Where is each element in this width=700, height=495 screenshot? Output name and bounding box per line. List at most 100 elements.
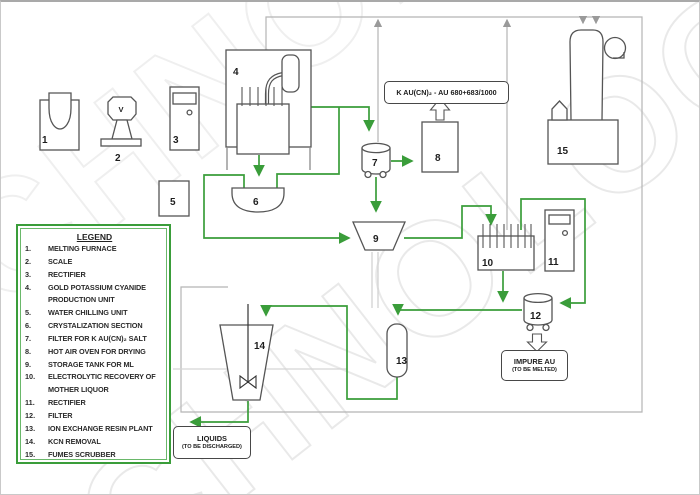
legend-item-label: FUMES SCRUBBER xyxy=(48,449,116,459)
unit-4-flask xyxy=(281,54,300,93)
flow-branch-to-6-right xyxy=(276,107,340,189)
liquids-title: LIQUIDS xyxy=(197,434,227,443)
equipment-number: 6 xyxy=(253,197,259,208)
equipment-number: 10 xyxy=(482,258,494,269)
rectifier-3-display xyxy=(172,92,197,105)
equipment-number: 14 xyxy=(254,341,266,352)
legend-item-number: 13. xyxy=(25,423,36,433)
legend-item-number: 15. xyxy=(25,449,36,459)
electrolytic-unit-10 xyxy=(477,235,535,271)
legend-item-label: RECTIFIER xyxy=(48,398,86,408)
filter-12-wheel-l xyxy=(526,323,534,332)
equipment-number: 7 xyxy=(372,158,378,169)
equipment-number: 11 xyxy=(548,257,559,268)
flow-13-to-14 xyxy=(260,304,398,400)
kcn-removal-14 xyxy=(219,324,274,401)
product-label-box: K AU(CN)₂ - AU 680+683/1000 xyxy=(384,81,509,104)
flow-6-to-9 xyxy=(203,174,351,244)
oven-8 xyxy=(421,121,459,173)
filter-12-body xyxy=(523,298,553,326)
scrubber-nozzle xyxy=(551,100,568,121)
scale-base xyxy=(100,138,142,147)
crucible-shape xyxy=(48,92,72,130)
product-label-text: K AU(CN)₂ - AU 680+683/1000 xyxy=(396,88,497,97)
liquids-box: LIQUIDS (TO BE DISCHARGED) xyxy=(173,426,251,459)
structure-lines xyxy=(173,15,643,413)
impure-au-subtitle: (TO BE MELTED) xyxy=(512,367,557,373)
chilling-unit-5 xyxy=(158,180,190,217)
scale-stand xyxy=(111,119,133,140)
equipment-number: 3 xyxy=(173,135,179,146)
legend-item-number: 8. xyxy=(25,346,32,356)
legend-item-number: 9. xyxy=(25,359,32,369)
filter-7-body xyxy=(361,148,391,175)
legend-item-number: 2. xyxy=(25,256,32,266)
legend-item-label: SCALE xyxy=(48,256,73,266)
equipment-number: 9 xyxy=(373,234,379,245)
storage-tank-9 xyxy=(352,221,406,251)
legend-item-number: 11. xyxy=(25,398,35,408)
equipment-number: 1 xyxy=(42,135,48,146)
legend-item-number: 14. xyxy=(25,436,36,446)
legend-item-number: 7. xyxy=(25,333,32,343)
scale-dial-label: V xyxy=(119,105,124,114)
agitator-impeller-icon xyxy=(239,374,257,390)
equipment-number: 2 xyxy=(115,153,121,164)
liquids-subtitle: (TO BE DISCHARGED) xyxy=(182,444,242,450)
legend-item-label: STORAGE TANK FOR ML xyxy=(48,359,134,369)
legend-item-label: KCN REMOVAL xyxy=(48,436,101,446)
legend-item-number: 5. xyxy=(25,308,32,318)
filter-7-top xyxy=(361,142,391,154)
legend-item-number: 1. xyxy=(25,244,32,253)
rectifier-11-display xyxy=(548,214,571,225)
legend-list: 1. MELTING FURNACE 2. SCALE 3. RECTIFIER… xyxy=(25,243,164,459)
legend-item-label: ELECTROLYTIC RECOVERY OF MOTHER LIQUOR xyxy=(48,372,156,395)
hollow-arrow-up-icon xyxy=(429,97,451,121)
flow-9-to-10 xyxy=(404,205,497,239)
legend-item-label: MELTING FURNACE xyxy=(48,244,117,253)
scrubber-blower xyxy=(603,36,627,60)
equipment-number: 12 xyxy=(530,311,542,322)
scrubber-blower-outlet xyxy=(613,52,625,59)
impure-au-title: IMPURE AU xyxy=(513,357,556,366)
equipment-layer xyxy=(39,29,627,401)
scale-head xyxy=(107,96,137,121)
equipment-number: 13 xyxy=(396,356,408,367)
legend-item-label: RECTIFIER xyxy=(48,269,86,279)
unit-4-electrodes xyxy=(241,87,283,106)
equipment-number: 5 xyxy=(170,197,176,208)
flow-14-to-liquids xyxy=(189,401,249,428)
legend-item-label: ION EXCHANGE RESIN PLANT xyxy=(48,423,153,433)
filter-12-wheel-r xyxy=(542,323,550,332)
equipment-number: 8 xyxy=(435,153,441,164)
hollow-arrow-down-icon xyxy=(526,333,548,353)
legend-title: LEGEND xyxy=(76,232,113,242)
filter-12-top xyxy=(523,292,553,304)
impure-au-box: IMPURE AU (TO BE MELTED) xyxy=(501,350,568,381)
flow-to-13 xyxy=(392,303,522,316)
legend-item-label: CRYSTALIZATION SECTION xyxy=(48,321,143,331)
fume-header-and-section-box xyxy=(180,16,643,413)
legend-item-number: 4. xyxy=(25,282,32,292)
legend-item-label: FILTER FOR K AU(CN)₂ SALT xyxy=(48,333,147,343)
filter-7-wheel-r xyxy=(379,170,387,179)
legend-item-label: GOLD POTASSIUM CYANIDE PRODUCTION UNIT xyxy=(48,282,146,305)
filter-7-wheel-l xyxy=(364,170,372,179)
flow-lines xyxy=(189,106,586,428)
legend-item-number: 12. xyxy=(25,410,36,420)
equipment-numbers: 1 2 3 4 5 6 7 8 9 10 11 12 13 14 15 V xyxy=(42,67,569,367)
legend-item-number: 3. xyxy=(25,269,32,279)
ion-exchange-13 xyxy=(386,323,408,378)
legend-item-label: WATER CHILLING UNIT xyxy=(48,308,128,318)
legend-item-label: FILTER xyxy=(48,410,73,420)
flow-4-to-7 xyxy=(311,106,375,132)
unit-10-electrodes xyxy=(482,224,532,248)
rectifier-11-knob xyxy=(561,229,569,237)
legend-item-number: 10. xyxy=(25,372,36,382)
flow-10-to-12 xyxy=(520,198,586,309)
unit-4-tank xyxy=(236,103,290,155)
legend-box: LEGEND 1. MELTING FURNACE 2. SCALE 3. RE… xyxy=(16,224,171,464)
legend-item-label: HOT AIR OVEN FOR DRYING xyxy=(48,346,146,356)
